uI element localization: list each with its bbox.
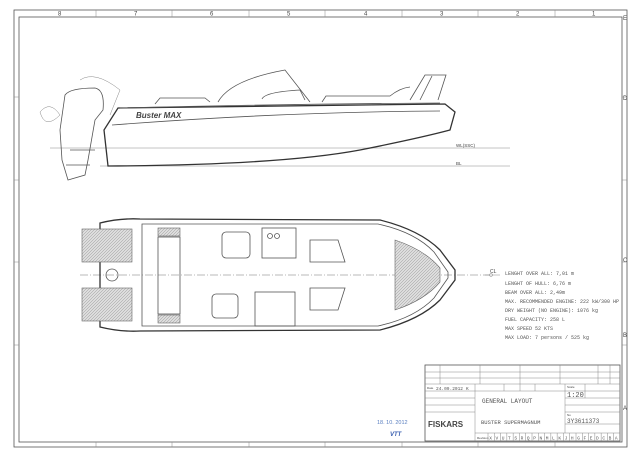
row-label: D: [623, 96, 628, 102]
revision-letter: R: [521, 436, 524, 442]
stamp-org: VTT: [390, 432, 403, 438]
brand-mark: Buster MAX: [136, 111, 182, 120]
spec-length-hull: LENGHT OF HULL: 6,76 m: [505, 281, 571, 287]
spec-beam: BEAM OVER ALL: 2,49m: [505, 290, 565, 296]
revision-letter: L: [552, 436, 555, 442]
row-label: C: [623, 258, 628, 264]
side-view: WL(SSC) BL Buster MAX: [39, 69, 510, 181]
spec-max-speed: MAX SPEED 52 KTS: [505, 326, 553, 332]
spec-length-overall: LENGHT OVER ALL: 7,01 m: [505, 271, 574, 277]
column-label: 4: [364, 12, 368, 18]
revision-letter: C: [602, 436, 605, 442]
approval-stamp: 18. 10. 2012 VTT: [377, 420, 408, 438]
spec-max-engine: MAX. RECOMMENDED ENGINE: 222 kW/300 HP: [505, 299, 619, 305]
drawing-subtitle: BUSTER SUPERMAGNUM: [481, 419, 540, 426]
row-label: A: [623, 406, 627, 412]
row-label: E: [623, 16, 627, 22]
centerline-label: CL: [490, 269, 497, 275]
drawing-no-label: No: [567, 413, 571, 417]
drawing-title: GENERAL LAYOUT: [482, 398, 533, 405]
revision-letter: F: [583, 436, 586, 442]
revision-letter: N: [539, 436, 542, 442]
hatch-cover: [105, 268, 119, 282]
swim-platform-port: [81, 228, 133, 263]
revision-letter: B: [609, 436, 612, 442]
column-label: 8: [58, 12, 62, 18]
revision-letter: Q: [527, 436, 530, 442]
deck-outline: [99, 218, 456, 332]
passenger-console: [254, 291, 296, 327]
waterline-label: WL(SSC): [456, 143, 476, 148]
row-label: B: [623, 333, 627, 339]
outboard-engine: [59, 87, 104, 181]
revision-letter: H: [571, 436, 574, 442]
revision-letter: D: [596, 436, 599, 442]
column-label: 1: [592, 12, 596, 18]
drawing-number: 3Y3611373: [567, 418, 600, 425]
revision-letter: S: [514, 436, 517, 442]
column-label: 7: [134, 12, 138, 18]
windscreen: [217, 69, 311, 103]
rear-bench: [157, 236, 181, 315]
revision-letter: V: [495, 436, 498, 442]
plan-view: CL: [80, 218, 497, 332]
scale-value: 1:20: [567, 392, 584, 400]
author-initial: K: [466, 386, 469, 392]
column-label: 2: [516, 12, 520, 18]
title-block: Date 24.09.2012 K GENERAL LAYOUT BUSTER …: [424, 364, 621, 442]
helm-console: [261, 227, 297, 259]
spec-max-load: MAX LOAD: 7 persons / 525 kg: [505, 335, 589, 341]
stamp-date: 18. 10. 2012: [377, 420, 408, 426]
hull: [103, 103, 456, 167]
revision-letter: U: [502, 436, 505, 442]
specifications: LENGHT OVER ALL: 7,01 m LENGHT OF HULL: …: [485, 271, 619, 341]
bow-rail: [409, 74, 447, 101]
swim-platform-starboard: [81, 287, 133, 322]
scale-label: Scale: [567, 385, 575, 389]
date-label: Date: [427, 386, 434, 390]
revision-letter: G: [577, 436, 580, 442]
revision-letter: X: [489, 436, 492, 442]
column-label: 6: [210, 12, 214, 18]
revision-letter: P: [533, 436, 536, 442]
passenger-seat: [211, 293, 239, 319]
revision-letter: K: [558, 436, 561, 442]
revision-letter: A: [615, 436, 618, 442]
revision-letter: E: [590, 436, 593, 442]
revision-letter: M: [546, 436, 549, 442]
spec-fuel: FUEL CAPACITY: 258 L: [505, 317, 565, 323]
column-label: 3: [440, 12, 444, 18]
revision-letter: T: [508, 436, 511, 442]
date-value: 24.09.2012: [436, 386, 463, 392]
revision-label: Revision: [477, 436, 489, 440]
revision-letter: J: [565, 436, 568, 442]
drawing-frame: 8 7 6 5 4 3 2 1 E D C B A: [13, 9, 628, 448]
spec-dry-weight: DRY WEIGHT (NO ENGINE): 1076 kg: [505, 308, 598, 314]
baseline-label: BL: [456, 161, 462, 166]
column-label: 5: [287, 12, 291, 18]
helm-seat: [221, 231, 251, 259]
company-logo: FISKARS: [428, 420, 464, 429]
bow-deck: [394, 239, 441, 311]
